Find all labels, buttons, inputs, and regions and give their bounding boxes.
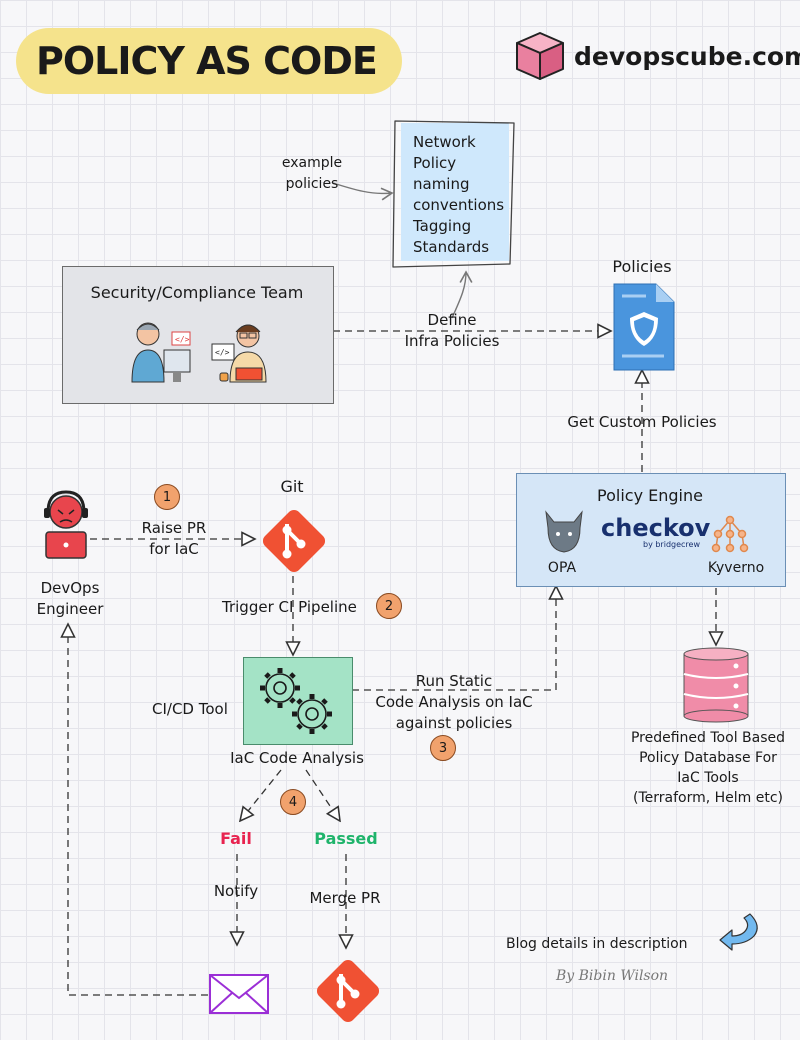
merge-pr-label: Merge PR — [309, 889, 381, 907]
database-label-line: (Terraform, Helm etc) — [632, 790, 783, 806]
team-people-icon: </> </> — [131, 322, 267, 383]
policy-examples-list: Network Policy naming conventions Taggin… — [413, 132, 504, 258]
example-label-line: policies — [285, 176, 339, 192]
checkov-byline: by bridgecrew — [643, 540, 700, 549]
step-badge-2: 2 — [376, 593, 402, 619]
policy-example: naming — [413, 175, 470, 193]
git-logo-icon — [262, 509, 326, 573]
security-team-box — [62, 266, 334, 404]
define-label-line: Infra Policies — [404, 332, 500, 350]
policy-example: Network — [413, 133, 476, 151]
static-analysis-line: Run Static — [415, 672, 493, 690]
svg-text:</>: </> — [215, 348, 230, 357]
database-label: Predefined Tool Based Policy Database Fo… — [618, 728, 798, 808]
email-envelope-icon — [209, 974, 269, 1014]
example-label: example policies — [272, 153, 352, 195]
cicd-tool-label: CI/CD Tool — [152, 700, 228, 718]
cube-logo-icon — [516, 32, 564, 80]
define-to-examples-arrow — [451, 270, 473, 319]
gears-icon — [260, 668, 332, 734]
git-label: Git — [280, 477, 304, 496]
brand-name: devopscube.com — [574, 42, 800, 71]
raise-pr-line: Raise PR — [141, 519, 207, 537]
static-analysis-line: against policies — [395, 714, 513, 732]
policy-example: conventions — [413, 196, 505, 214]
feedback-connector — [68, 624, 208, 996]
define-label-line: Define — [427, 311, 477, 329]
title-banner — [16, 28, 402, 94]
raise-pr-label: Raise PR for IaC — [124, 518, 224, 560]
security-team-label: Security/Compliance Team — [90, 283, 304, 302]
database-label-line: IaC Tools — [677, 770, 739, 786]
step-badge-1: 1 — [154, 484, 180, 510]
page-title: POLICY AS CODE — [36, 39, 378, 83]
policy-note-paper — [392, 120, 515, 268]
devops-engineer-icon — [44, 490, 88, 559]
static-analysis-label: Run Static Code Analysis on IaC against … — [360, 671, 548, 734]
passed-label: Passed — [314, 829, 378, 848]
policies-label: Policies — [612, 257, 672, 276]
define-policies-label: Define Infra Policies — [390, 310, 514, 352]
fail-branch-connector — [240, 769, 282, 821]
policy-engine-title: Policy Engine — [597, 486, 703, 505]
devops-engineer-label: DevOps Engineer — [28, 578, 112, 620]
checkov-logo-text: checkov — [601, 514, 711, 542]
static-analysis-connector — [352, 586, 556, 691]
devops-label-line: DevOps — [40, 579, 100, 597]
database-label-line: Predefined Tool Based — [630, 730, 786, 746]
git-merge-logo-icon — [316, 959, 380, 1023]
get-custom-policies-label: Get Custom Policies — [567, 413, 717, 431]
notify-label: Notify — [213, 882, 259, 900]
trigger-ci-label: Trigger CI Pipeline — [222, 598, 357, 616]
raise-pr-line: for IaC — [149, 540, 199, 558]
author-signature: By Bibin Wilson — [556, 968, 669, 984]
passed-branch-connector — [305, 769, 340, 821]
opa-logo-icon — [545, 510, 583, 553]
static-analysis-line: Code Analysis on IaC — [375, 693, 533, 711]
opa-label: OPA — [547, 560, 577, 576]
svg-text:</>: </> — [175, 335, 190, 344]
fail-label: Fail — [220, 829, 252, 848]
policy-document-icon — [613, 283, 675, 371]
kyverno-logo-icon — [711, 515, 749, 553]
example-arrow — [332, 182, 394, 201]
policy-example: Standards — [413, 238, 490, 256]
curved-arrow-icon — [719, 913, 758, 951]
example-label-line: example — [281, 155, 343, 171]
step-badge-4: 4 — [280, 789, 306, 815]
step-badge-3: 3 — [430, 735, 456, 761]
policy-example: Policy — [413, 154, 457, 172]
database-icon — [683, 647, 749, 723]
iac-analysis-label: IaC Code Analysis — [230, 749, 364, 767]
blog-details-text: Blog details in description — [506, 936, 688, 952]
kyverno-label: Kyverno — [707, 560, 765, 576]
database-label-line: Policy Database For — [639, 750, 777, 766]
devops-label-line: Engineer — [36, 600, 104, 618]
policy-example: Tagging — [413, 217, 472, 235]
